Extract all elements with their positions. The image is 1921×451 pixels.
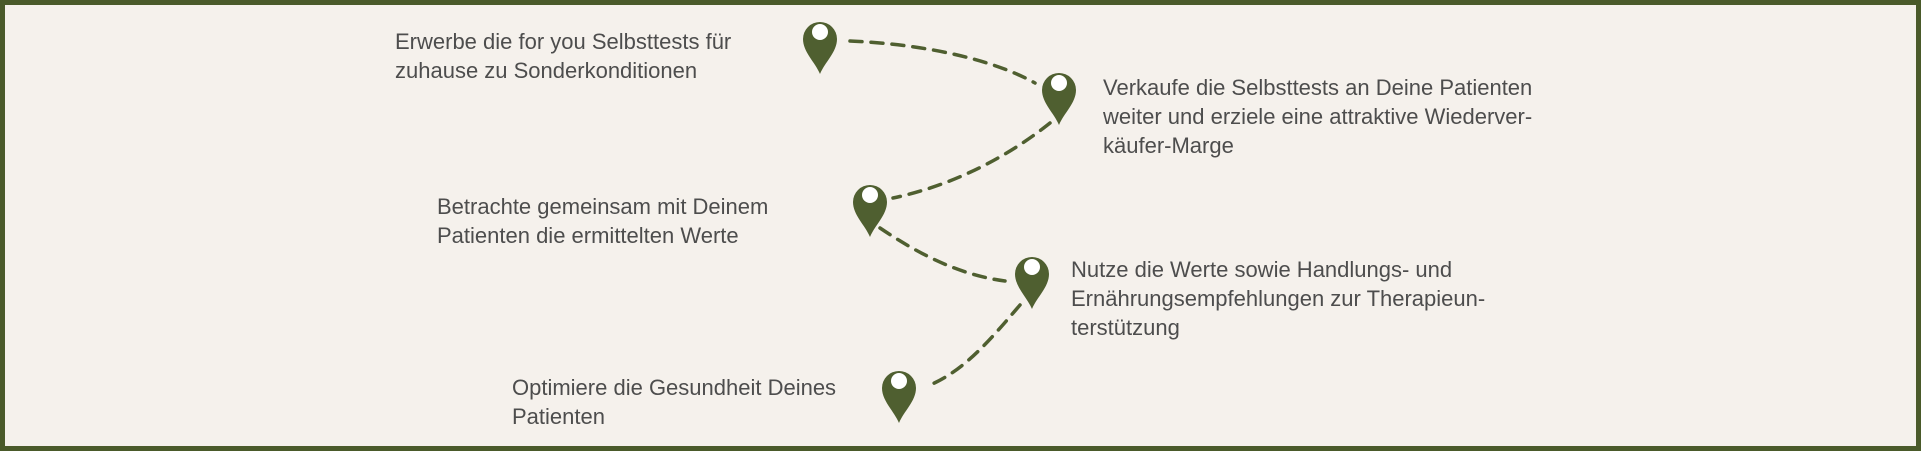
step-2-line-2: weiter und erziele eine attraktive Wiede… — [1103, 104, 1533, 129]
step-2-description: Verkaufe die Selbsttests an Deine Patien… — [1103, 73, 1532, 160]
dashed-connector-1-2 — [848, 39, 1037, 85]
dashed-connector-2-3 — [891, 121, 1052, 200]
map-pin-icon — [882, 371, 916, 423]
step-1-description: Erwerbe die for you Selbsttests für zuha… — [395, 27, 731, 85]
step-3-line-1: Betrachte gemeinsam mit Deinem — [437, 194, 769, 219]
step-3-line-2: Patienten die ermittelten Werte — [437, 223, 739, 248]
step-1-line-1: Erwerbe die for you Selbsttests für — [395, 29, 732, 54]
step-4-line-3: terstützung — [1071, 315, 1180, 340]
step-5-line-2: Patienten — [512, 404, 605, 429]
step-5-description: Optimiere die Gesundheit Deines Patiente… — [512, 373, 836, 431]
dashed-connector-4-5 — [928, 303, 1022, 387]
step-4-line-2: Ernährungsempfehlungen zur Therapieun- — [1071, 286, 1486, 311]
step-4-line-1: Nutze die Werte sowie Handlungs- und — [1071, 257, 1453, 282]
map-pin-icon — [1015, 257, 1049, 309]
step-2-line-3: käufer-Marge — [1103, 133, 1234, 158]
step-3-description: Betrachte gemeinsam mit Deinem Patienten… — [437, 192, 768, 250]
step-2-line-1: Verkaufe die Selbsttests an Deine Patien… — [1103, 75, 1533, 100]
map-pin-icon — [853, 185, 887, 237]
dashed-connector-3-4 — [878, 226, 1007, 283]
step-1-line-2: zuhause zu Sonderkonditionen — [395, 58, 698, 83]
step-5-line-1: Optimiere die Gesundheit Deines — [512, 375, 837, 400]
map-pin-icon — [1042, 73, 1076, 125]
step-4-description: Nutze die Werte sowie Handlungs- und Ern… — [1071, 255, 1485, 342]
map-pin-icon — [803, 22, 837, 74]
